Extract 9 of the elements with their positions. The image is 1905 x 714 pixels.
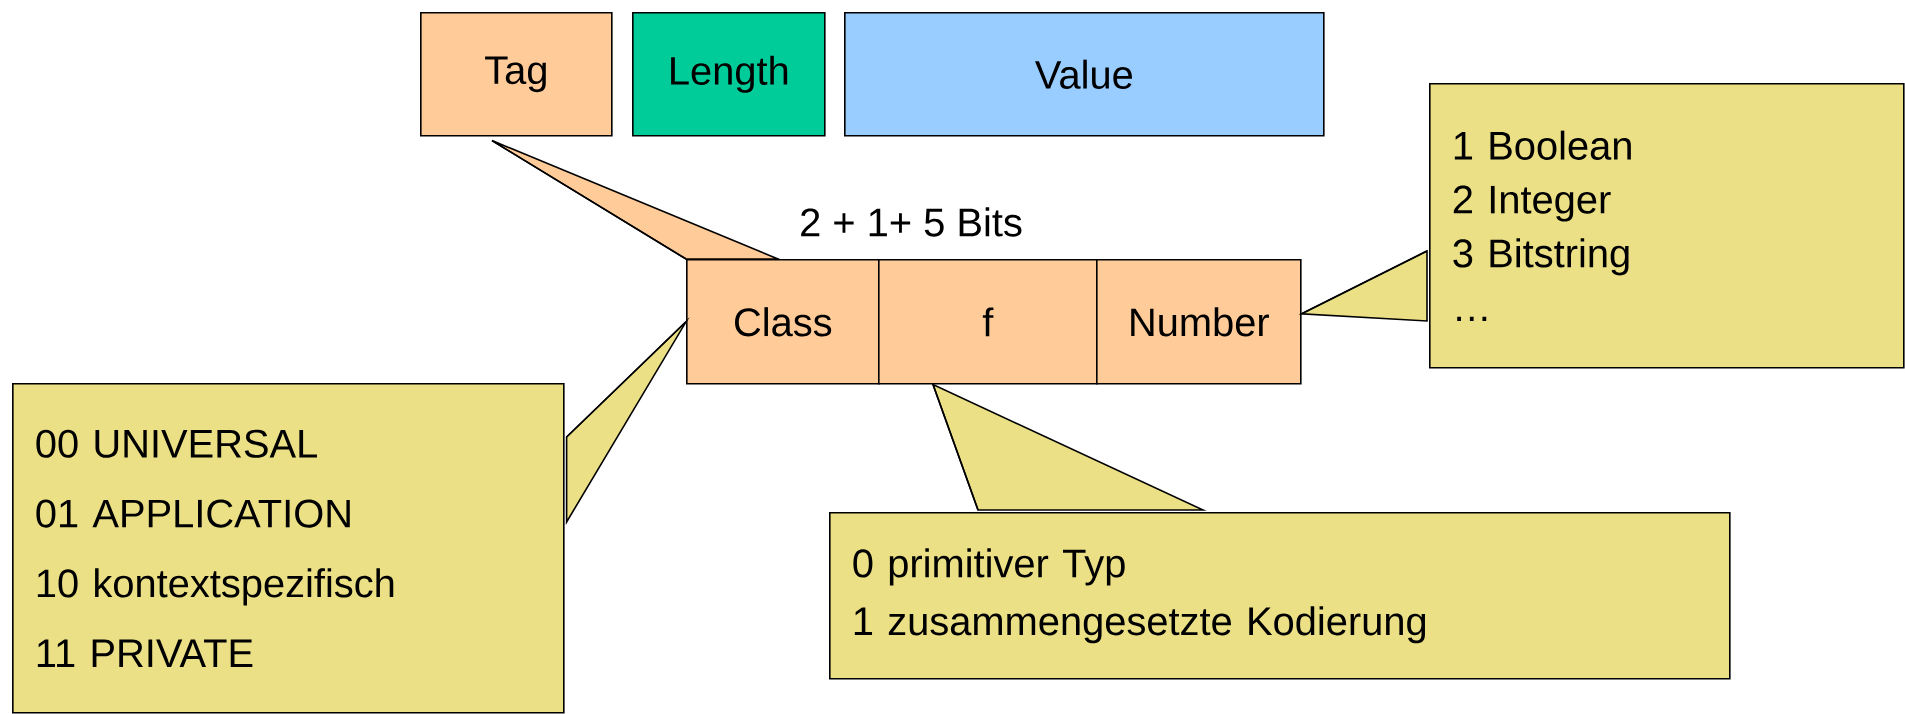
bit-count-label: 2 + 1+ 5 Bits bbox=[801, 207, 1022, 237]
field-box: Value bbox=[844, 12, 1325, 137]
field-box: Tag bbox=[420, 12, 613, 137]
field-box: Class bbox=[686, 259, 880, 385]
callout-box: 1 Boolean 2 Integer 3 Bitstring … bbox=[1429, 83, 1905, 369]
callout-box: 00 UNIVERSAL 01 APPLICATION 10 kontextspezifisch 11 PRIVATE bbox=[12, 383, 565, 714]
field-box: Length bbox=[632, 12, 826, 137]
field-box: Number bbox=[1096, 259, 1302, 385]
field-box: f bbox=[878, 259, 1098, 385]
